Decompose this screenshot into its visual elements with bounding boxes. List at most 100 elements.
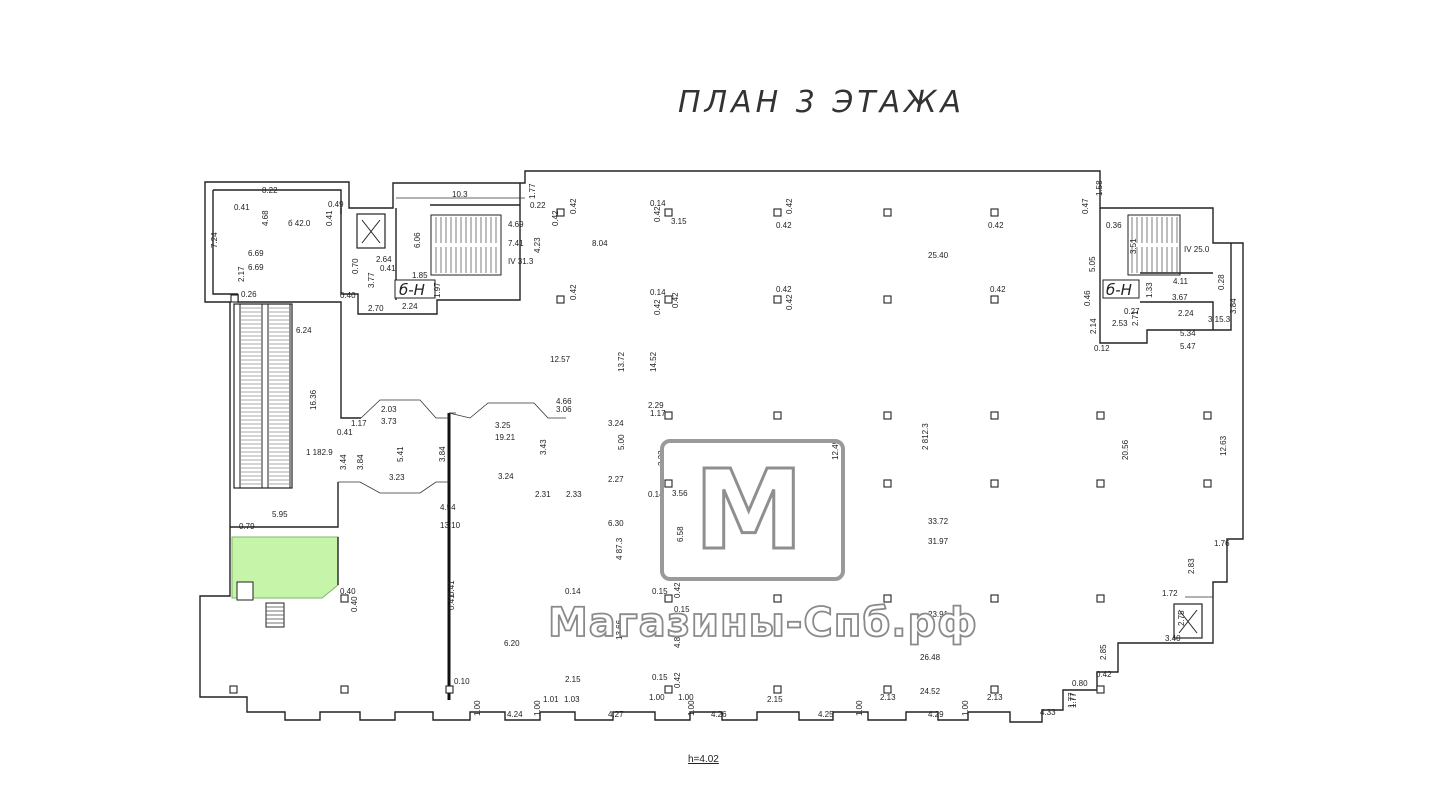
dimension-label: 1.00 <box>961 700 970 716</box>
dimension-label: 1.72 <box>1162 589 1178 598</box>
dimension-label: 2.14 <box>1089 318 1098 334</box>
inner-walls <box>230 183 1232 700</box>
dimension-label: 4.89 <box>673 632 682 648</box>
dimension-label: 0.14 <box>648 490 664 499</box>
elevator-left[interactable] <box>356 213 386 249</box>
dimension-label: 2.85 <box>1099 644 1108 660</box>
dimension-label: 4.54 <box>440 503 456 512</box>
dimension-label: 0.12 <box>1094 344 1110 353</box>
dimension-label: 0.42 <box>653 206 662 222</box>
dimension-label: 1.77 <box>1067 692 1076 708</box>
stairs-left[interactable] <box>430 214 502 276</box>
dimension-label: 3.73 <box>381 417 397 426</box>
dimension-label: 0.42 <box>785 198 794 214</box>
dimension-label: 3.67 <box>1172 293 1188 302</box>
dimension-label: 19.21 <box>495 433 516 442</box>
dimension-label: 0.42 <box>569 198 578 214</box>
dimension-label: 0.40 <box>340 291 356 300</box>
dimension-label: 1.97 <box>433 282 442 298</box>
dimension-label: 3.84 <box>438 446 447 462</box>
dimension-label: 1.33 <box>1145 282 1154 298</box>
dimension-label: 0.42 <box>671 292 680 308</box>
dimension-label: 3.24 <box>498 472 514 481</box>
dimension-label: 0.41 <box>447 594 456 610</box>
dimension-label: 6.06 <box>413 232 422 248</box>
column-square <box>990 479 999 488</box>
column-square <box>883 295 892 304</box>
dimension-label: 3.84 <box>1229 298 1238 314</box>
watermark-frame <box>660 439 845 581</box>
dimension-label: 1.77 <box>1069 692 1078 708</box>
dimension-label: 3.40 <box>1165 634 1181 643</box>
dimension-label: 2.71 <box>1131 310 1140 326</box>
columns <box>229 208 1212 694</box>
column-square <box>883 411 892 420</box>
dimension-label: 33.72 <box>928 517 949 526</box>
dimension-label: 1.01 <box>543 695 559 704</box>
dimension-label: 2.64 <box>376 255 392 264</box>
column-square <box>990 208 999 217</box>
dimension-label: 2.31 <box>535 490 551 499</box>
watermark-text: Магазины-Спб.рф <box>548 600 978 646</box>
dimension-label: 7.24 <box>210 232 219 248</box>
column-square <box>883 685 892 694</box>
column-square <box>664 594 673 603</box>
dimension-label: 0.42 <box>988 221 1004 230</box>
dimension-label: 0.42 <box>776 285 792 294</box>
dimension-label: 6.30 <box>608 519 624 528</box>
dimension-label: 0.14 <box>650 199 666 208</box>
dimension-label: 10.3 <box>452 190 468 199</box>
dimension-label: 6.69 <box>248 249 264 258</box>
dimension-label: 0.79 <box>239 522 255 531</box>
dimension-label: IV 25.0 <box>1184 245 1210 254</box>
dimension-label: 0.42 <box>653 299 662 315</box>
dimension-label: 0.41 <box>325 210 334 226</box>
dimension-label: 3 15.3 <box>1208 315 1231 324</box>
dimension-label: 13.72 <box>617 351 626 372</box>
dimension-label: 0.14 <box>565 587 581 596</box>
dimension-label: 0.41 <box>380 264 396 273</box>
escalators[interactable] <box>233 303 293 489</box>
dimension-label: 1.58 <box>1095 180 1104 196</box>
column-square <box>773 479 782 488</box>
dimension-label: 1.17 <box>650 409 666 418</box>
dimension-label: 3.43 <box>539 439 548 455</box>
dimension-label: 5.34 <box>1180 329 1196 338</box>
column-square <box>773 208 782 217</box>
dimension-label: 4.11 <box>1173 277 1189 286</box>
dimension-label: 4.29 <box>928 710 944 719</box>
highlighted-room[interactable] <box>231 536 339 599</box>
dimension-label: 0.47 <box>1081 198 1090 214</box>
dimension-label: 5.47 <box>1180 342 1196 351</box>
dimension-label: 0.40 <box>350 596 359 612</box>
dimension-label: IV 31.3 <box>508 257 534 266</box>
stairs-right[interactable] <box>1127 214 1181 276</box>
dimension-label: 0.14 <box>650 288 666 297</box>
dimension-label: 2.27 <box>608 475 624 484</box>
dimension-label: 16.36 <box>309 389 318 410</box>
dimension-label: 0.42 <box>673 672 682 688</box>
dimension-label: 13.66 <box>615 619 624 640</box>
dimension-label: 5.05 <box>1088 256 1097 272</box>
dimension-label: 2.17 <box>237 266 246 282</box>
elevator-right[interactable] <box>1173 603 1203 639</box>
dimension-label: 2.53 <box>1112 319 1128 328</box>
column-square <box>990 295 999 304</box>
dimension-label: 12.49 <box>831 439 840 460</box>
dimension-label: 31.97 <box>928 537 949 546</box>
column-square <box>340 594 349 603</box>
dimension-label: 3.23 <box>389 473 405 482</box>
dimension-label: 1.76 <box>1214 539 1230 548</box>
dimension-label: 1 182.9 <box>306 448 333 457</box>
dimension-label: 2.33 <box>566 490 582 499</box>
dimension-label: 12.57 <box>550 355 571 364</box>
dimension-label: 3.77 <box>367 272 376 288</box>
dimension-label: 4.25 <box>818 710 834 719</box>
dimension-label: 7.41 <box>508 239 524 248</box>
dimension-label: 3.84 <box>356 454 365 470</box>
dimension-label: 4.68 <box>261 210 270 226</box>
column-square <box>445 685 454 694</box>
dimension-label: 6.24 <box>296 326 312 335</box>
dimension-label: 0.42 <box>1096 670 1112 679</box>
